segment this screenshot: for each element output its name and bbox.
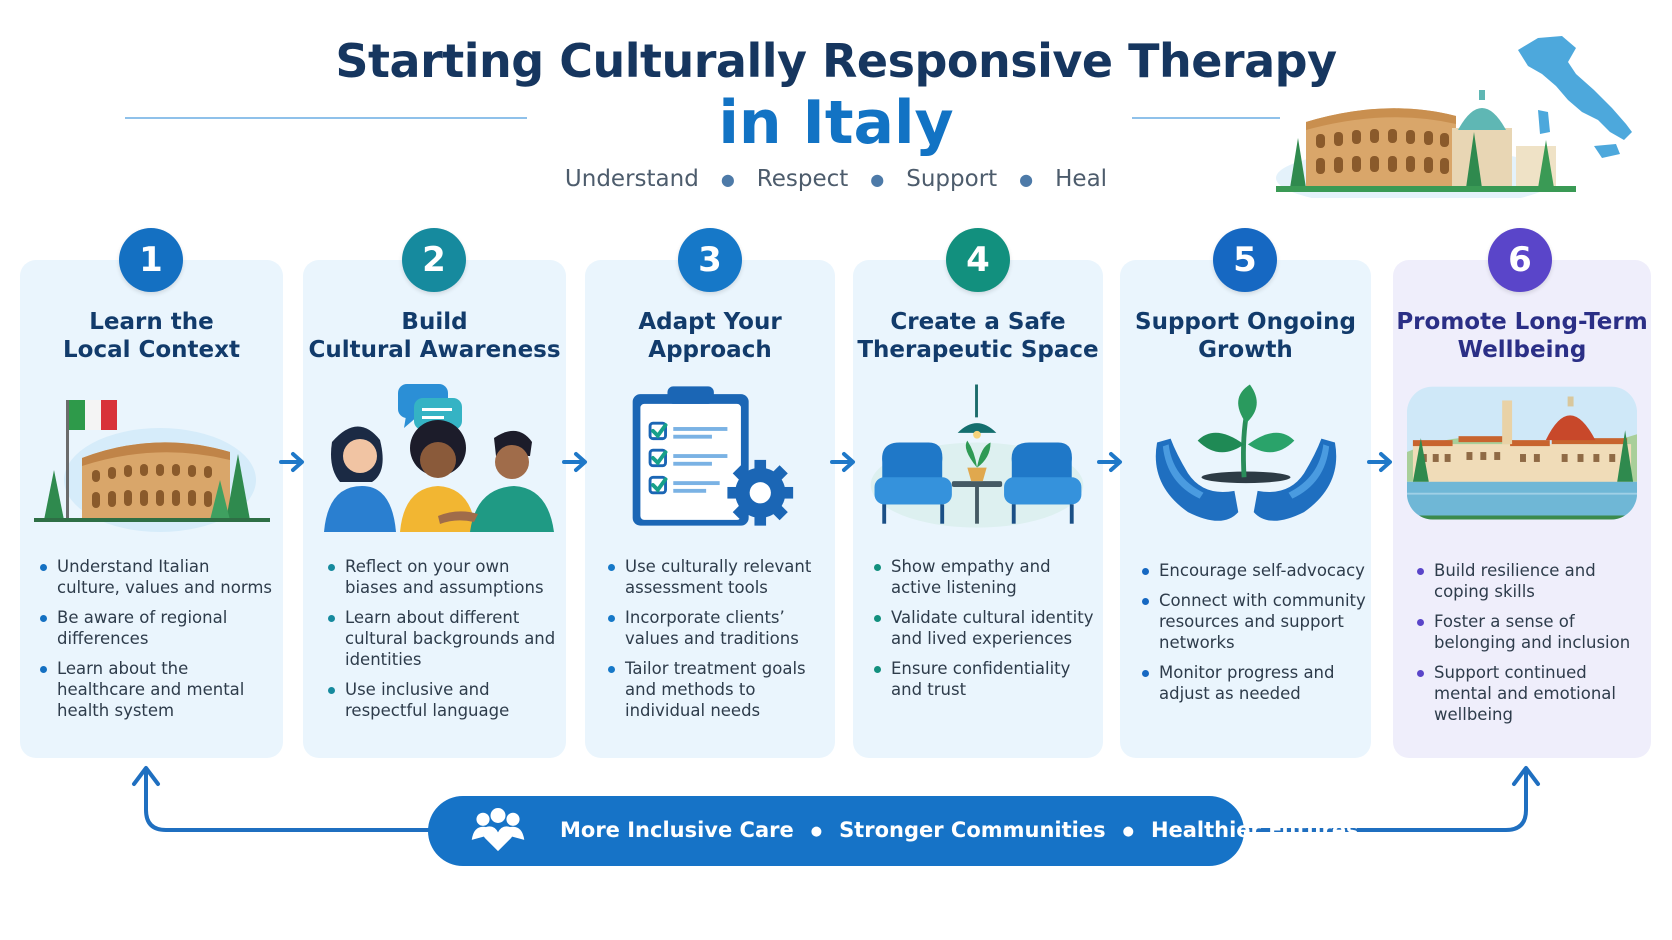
step-bullets: Reflect on your own biases and assumptio… [326,556,556,730]
conversation-people-icon [324,384,554,532]
step-bullets: Encourage self-advocacy Connect with com… [1140,560,1366,713]
step-title-line: Approach [648,337,772,363]
step-title-line: Wellbeing [1457,337,1587,363]
step-number-badge: 6 [1488,228,1552,292]
step-title-line: Cultural Awareness [308,337,561,363]
bullet-item: Learn about different cultural backgroun… [326,607,556,670]
step-title: Adapt Your Approach [585,308,835,364]
page-title: Starting Culturally Responsive Therapy [335,34,1337,88]
title-divider-left [125,117,527,119]
arrow-right-icon [830,452,855,472]
tagline-word: Support [906,166,998,192]
florence-cityscape-icon [1406,386,1638,520]
step-title-line: Therapeutic Space [857,337,1099,363]
tagline-separator: ● [1019,170,1034,189]
arrow-right-icon [562,452,587,472]
bullet-item: Learn about the healthcare and mental he… [38,658,274,721]
step-bullets: Use culturally relevant assessment tools… [606,556,828,730]
tagline-word: Understand [564,166,699,192]
step-title-line: Support Ongoing [1135,309,1356,335]
tagline-word: Respect [756,166,849,192]
italy-map-icon [1518,36,1632,158]
step-bullets: Understand Italian culture, values and n… [38,556,274,730]
bullet-item: Foster a sense of belonging and inclusio… [1415,611,1645,653]
tagline-word: Heal [1055,166,1108,192]
bullet-item: Build resilience and coping skills [1415,560,1645,602]
bullet-item: Incorporate clients’ values and traditio… [606,607,828,649]
title-divider-right [1132,117,1280,119]
banner-outcomes: More Inclusive Care ● Stronger Communities… [560,818,1359,842]
bullet-item: Use culturally relevant assessment tools [606,556,828,598]
banner-separator: ● [1122,823,1134,839]
bullet-item: Monitor progress and adjust as needed [1140,662,1366,704]
banner-item: Stronger Communities [839,818,1106,842]
tagline-separator: ● [870,170,885,189]
step-title: Promote Long-Term Wellbeing [1393,308,1651,364]
tagline-separator: ● [720,170,735,189]
hands-plant-icon [1155,384,1337,521]
step-bullets: Show empathy and active listening Valida… [872,556,1094,709]
therapy-room-icon [870,384,1084,528]
step-number-badge: 2 [402,228,466,292]
bullet-item: Use inclusive and respectful language [326,679,556,721]
banner-separator: ● [810,823,823,839]
tagline: Understand ● Respect ● Support ● Heal [0,166,1672,192]
step-number-badge: 5 [1213,228,1277,292]
bullet-item: Ensure confidentiality and trust [872,658,1094,700]
outcomes-banner [428,796,1244,866]
banner-item: More Inclusive Care [560,818,794,842]
bullet-item: Be aware of regional differences [38,607,274,649]
step-title-line: Learn the [89,309,214,335]
bullet-item: Encourage self-advocacy [1140,560,1366,581]
step-number-badge: 4 [946,228,1010,292]
step-title-line: Growth [1198,337,1293,363]
bullet-item: Tailor treatment goals and methods to in… [606,658,828,721]
step-number-badge: 1 [119,228,183,292]
step-title-line: Create a Safe [890,309,1066,335]
arrow-right-icon [1097,452,1122,472]
arrow-right-icon [1367,452,1392,472]
step-title: Build Cultural Awareness [303,308,566,364]
bullet-item: Understand Italian culture, values and n… [38,556,274,598]
step-title: Learn the Local Context [20,308,283,364]
step-bullets: Build resilience and coping skills Foste… [1415,560,1645,734]
bullet-item: Support continued mental and emotional w… [1415,662,1645,725]
step-title: Create a Safe Therapeutic Space [853,308,1103,364]
bullet-item: Reflect on your own biases and assumptio… [326,556,556,598]
step-title-line: Local Context [63,337,240,363]
step-title-line: Promote Long-Term [1396,309,1648,335]
step-title-line: Build [401,309,468,335]
arrow-right-icon [279,452,304,472]
bullet-item: Connect with community resources and sup… [1140,590,1366,653]
step-card-5 [1120,260,1371,758]
bullet-item: Validate cultural identity and lived exp… [872,607,1094,649]
italy-landmarks-illustration [1276,36,1632,198]
step-title-line: Adapt Your [638,309,782,335]
checklist-gear-icon [632,386,794,526]
colosseum-flag-icon [34,400,270,532]
step-title: Support Ongoing Growth [1120,308,1371,364]
people-heart-icon [471,808,525,852]
page-title-location: in Italy [718,88,954,158]
step-number-badge: 3 [678,228,742,292]
bullet-item: Show empathy and active listening [872,556,1094,598]
banner-item: Healthier Futures [1150,818,1359,842]
